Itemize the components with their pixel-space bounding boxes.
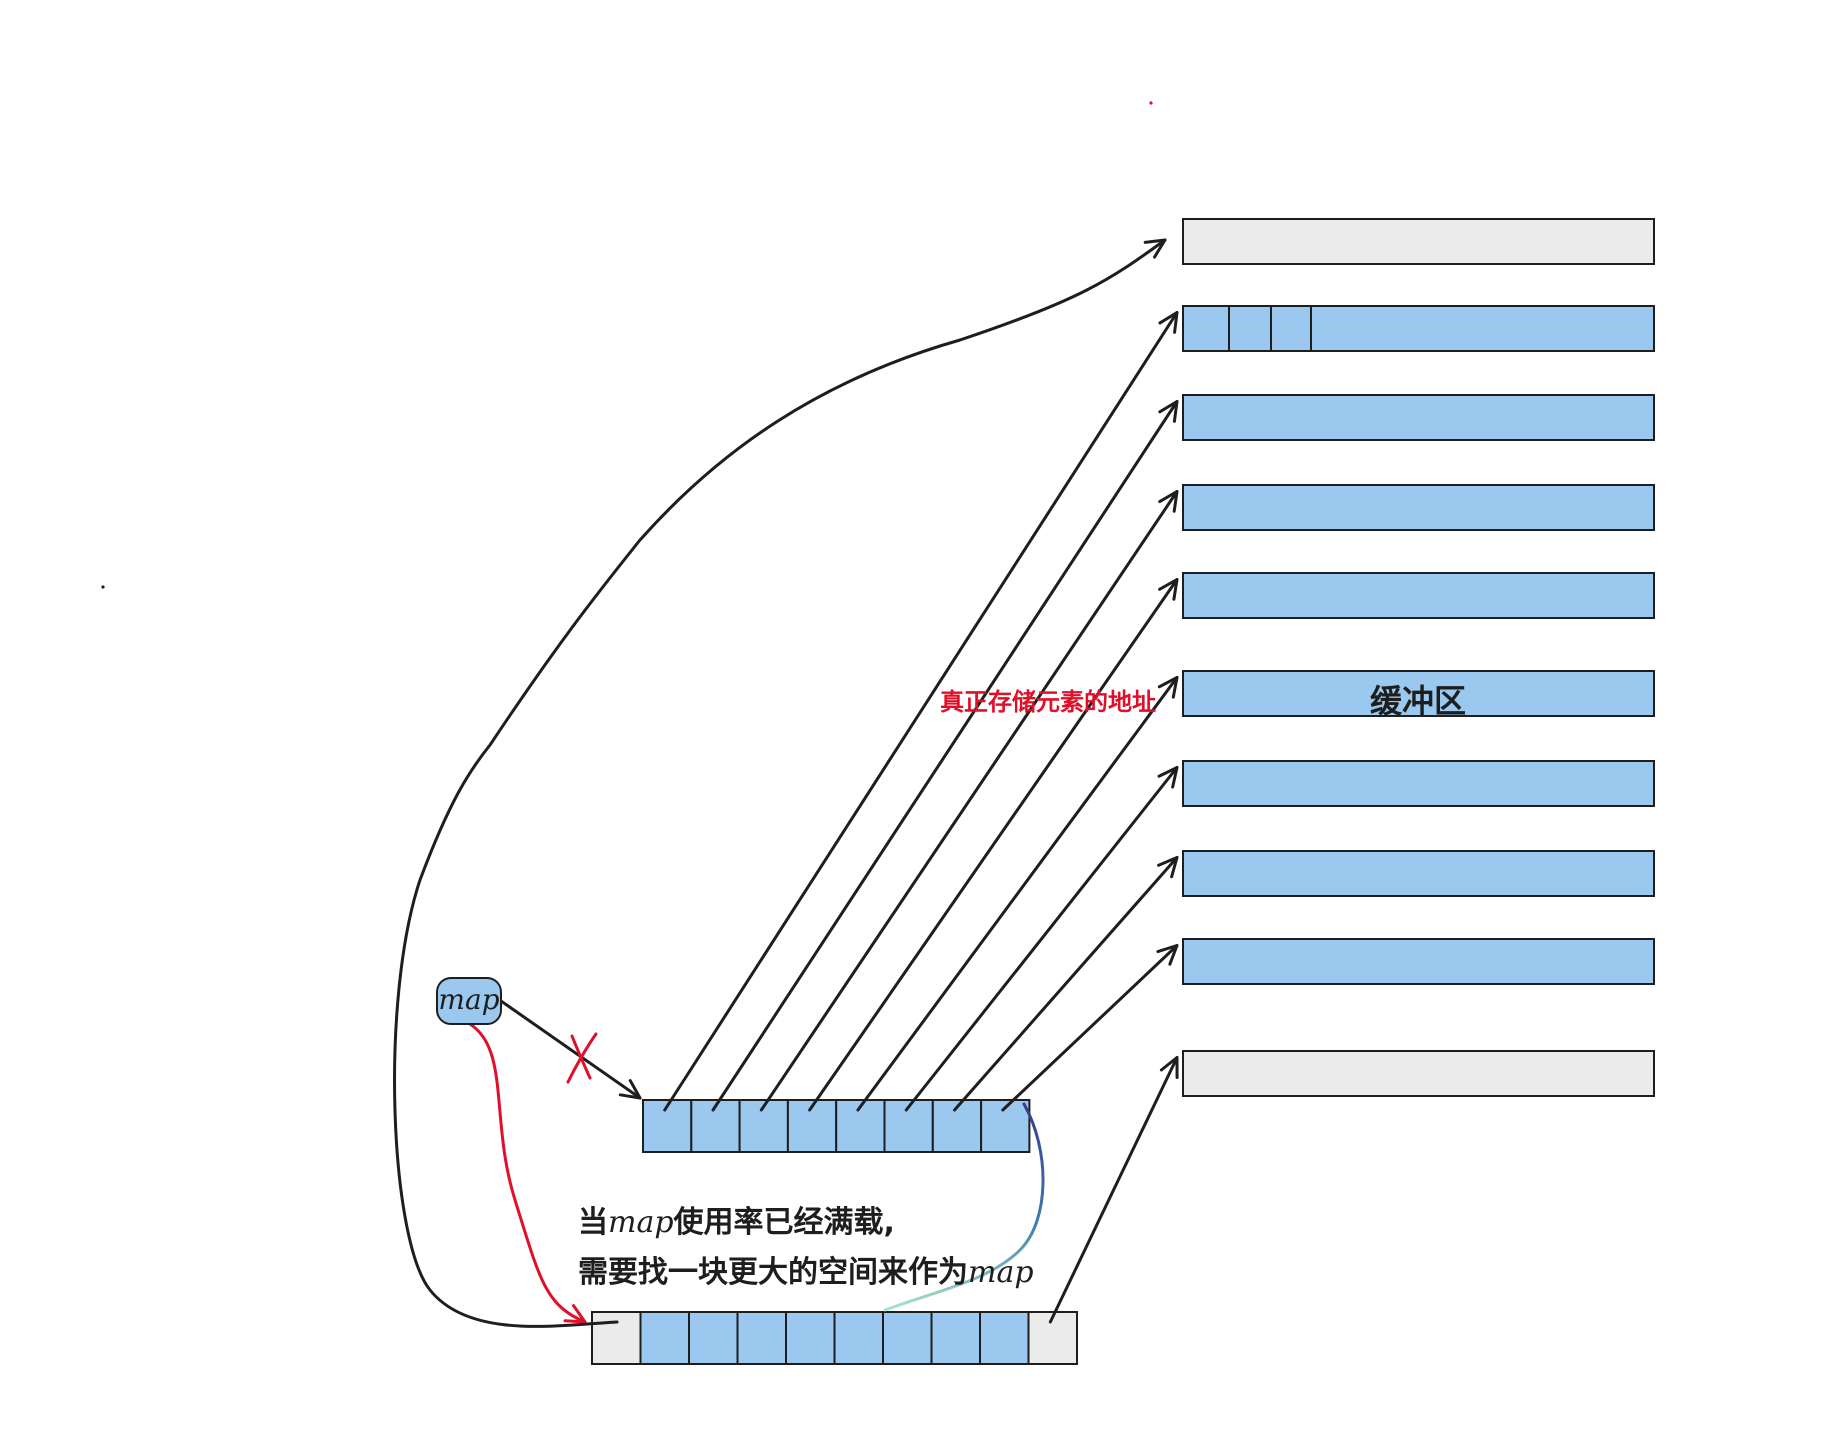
arrowhead [1158, 311, 1179, 334]
arrowhead [1143, 238, 1167, 259]
arrowhead [1158, 578, 1179, 601]
map-node-label: map [438, 983, 499, 1016]
arrowhead [618, 1079, 642, 1100]
buffer-block [1182, 572, 1655, 619]
new-map-cell [833, 1311, 884, 1365]
map-to-new-map-arrow [468, 1022, 587, 1324]
new-map-cell [688, 1311, 739, 1365]
buffer-block [1182, 850, 1655, 897]
pointer-arrows [393, 238, 1179, 1328]
arrowhead [1156, 944, 1179, 966]
new-map-cell [930, 1311, 981, 1365]
cell-to-buffer-arrow [759, 490, 1179, 1112]
new-map-cell [591, 1311, 642, 1365]
new-map-cell [639, 1311, 690, 1365]
stray-dot-red [1149, 101, 1153, 105]
new-map-cell [785, 1311, 836, 1365]
new-map-to-top-buffer-arrow [393, 238, 1167, 1328]
arrowhead [1158, 400, 1179, 423]
cell-to-buffer-arrow [808, 578, 1179, 1112]
arrowhead [1158, 490, 1179, 513]
buffer-block [1182, 484, 1655, 531]
old-map-cell [835, 1099, 886, 1153]
old-map-cell [738, 1099, 789, 1153]
buffer-block [1182, 305, 1655, 352]
buffer-block [1182, 394, 1655, 441]
note-line2-prefix: 需要找一块更大的空间来作为 [578, 1255, 968, 1290]
map-to-old-map-arrow [499, 999, 642, 1100]
svg-text:当map使用率已经满载,: 当map使用率已经满载, [578, 1205, 895, 1240]
note-line1-suffix: 使用率已经满载, [673, 1205, 895, 1240]
buffer-block [1182, 760, 1655, 807]
note-line1-prefix: 当 [578, 1205, 608, 1240]
stray-dot-black [101, 585, 105, 589]
map-node: map [436, 977, 502, 1025]
arrowhead [563, 1304, 587, 1324]
copy-curve [883, 1102, 1045, 1312]
note-line1-map: map [608, 1205, 674, 1240]
cell-to-buffer-arrow [663, 311, 1179, 1112]
cross-mark-icon [566, 1032, 598, 1084]
cell-to-buffer-arrow [953, 856, 1179, 1112]
arrowhead [1159, 1056, 1179, 1079]
cell-to-buffer-arrow [856, 676, 1179, 1112]
address-note: 真正存储元素的地址 [940, 688, 1156, 716]
new-map-cell [1027, 1311, 1078, 1365]
buffer-block [1182, 1050, 1655, 1097]
buffer-label: 缓冲区 [1370, 682, 1466, 720]
buffer-blocks [1182, 218, 1655, 1097]
buffer-block [1182, 938, 1655, 985]
old-map-array [642, 1099, 1031, 1153]
new-map-cell [882, 1311, 933, 1365]
cell-to-buffer-arrow [711, 400, 1179, 1112]
svg-text:需要找一块更大的空间来作为map: 需要找一块更大的空间来作为map [578, 1255, 1034, 1290]
arrowhead [1157, 676, 1179, 699]
new-map-array [591, 1311, 1078, 1365]
cell-to-buffer-arrow [1001, 944, 1179, 1112]
arrowhead [1157, 856, 1179, 879]
new-map-cell [736, 1311, 787, 1365]
buffer-block [1182, 670, 1655, 717]
expansion-note: 当map使用率已经满载, 需要找一块更大的空间来作为map [578, 1205, 1034, 1290]
new-map-to-bottom-buffer-arrow [1048, 1056, 1179, 1324]
arrowhead [1157, 766, 1179, 789]
note-line2-map: map [968, 1255, 1034, 1290]
new-map-cell [979, 1311, 1030, 1365]
buffer-block [1182, 218, 1655, 265]
cell-to-buffer-arrow [904, 766, 1179, 1112]
